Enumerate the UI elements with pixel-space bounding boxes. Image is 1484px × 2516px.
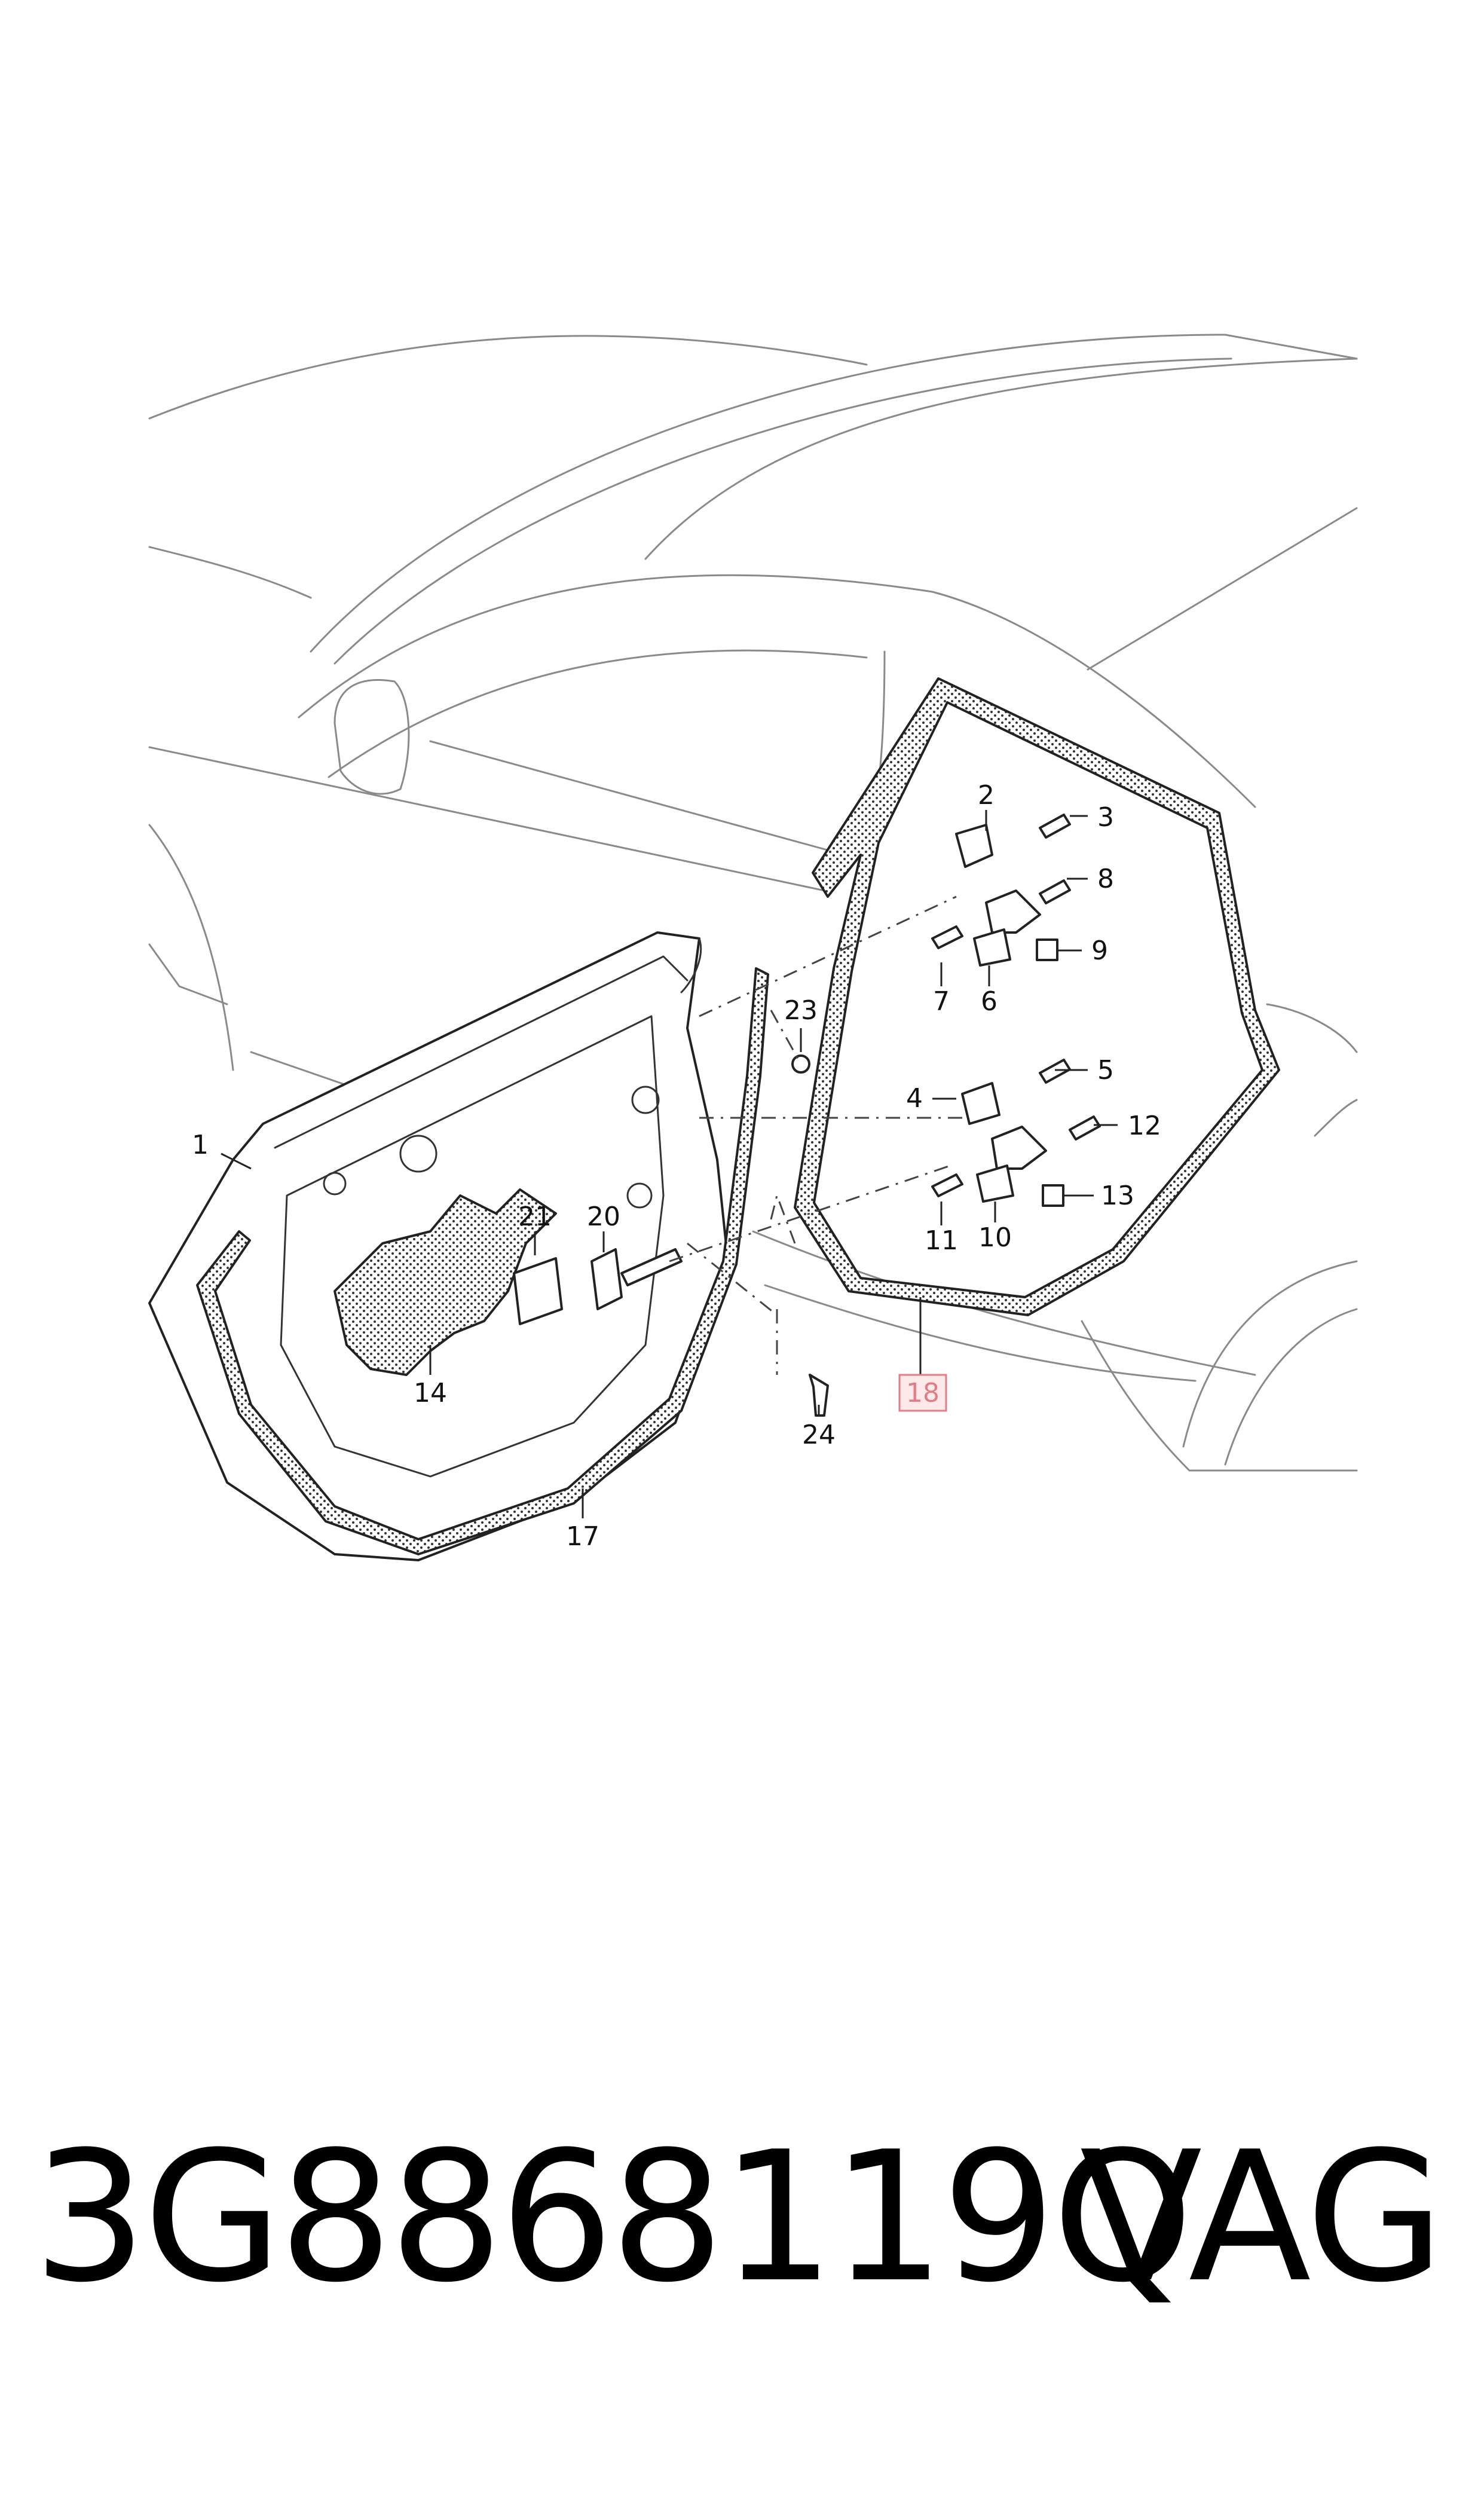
hinge-upper <box>955 824 1058 967</box>
callout-2: 2 <box>978 780 995 811</box>
leader-lines <box>221 810 1118 1518</box>
callout-13: 13 <box>1101 1181 1134 1211</box>
exploded-parts-diagram: 1 2 3 4 5 6 7 8 9 10 11 12 13 14 17 18 2… <box>148 334 1358 1561</box>
callout-14: 14 <box>414 1378 447 1408</box>
brand-label: VAG <box>1079 2113 1445 2322</box>
callout-labels: 1 2 3 4 5 6 7 8 9 10 11 12 13 14 17 18 2… <box>192 780 1161 1552</box>
callout-5: 5 <box>1097 1055 1114 1086</box>
callout-18: 18 <box>906 1378 940 1408</box>
callout-11: 11 <box>925 1225 958 1256</box>
callout-18-highlight <box>898 1374 947 1412</box>
callout-1: 1 <box>192 1130 209 1160</box>
insulation-pad-14 <box>333 1188 557 1376</box>
callout-24: 24 <box>802 1420 836 1450</box>
callout-4: 4 <box>906 1083 923 1114</box>
callout-17: 17 <box>566 1521 599 1552</box>
callout-10: 10 <box>978 1222 1012 1253</box>
callout-6: 6 <box>981 986 998 1017</box>
callout-20: 20 <box>587 1202 620 1232</box>
callout-3: 3 <box>1097 802 1114 833</box>
callout-7: 7 <box>933 986 950 1017</box>
callout-23: 23 <box>784 995 818 1026</box>
part-number: 3G8868119Q <box>33 2113 1194 2322</box>
callout-9: 9 <box>1091 936 1108 966</box>
hinge-lower <box>961 1082 1064 1207</box>
door-seal-17 <box>196 967 769 1555</box>
body-door-seal-18 <box>794 677 1280 1316</box>
assembly-lines <box>669 895 968 1375</box>
callout-12: 12 <box>1128 1111 1161 1141</box>
bolts <box>791 814 1101 1417</box>
callout-8: 8 <box>1097 864 1114 894</box>
callout-21: 21 <box>518 1202 552 1232</box>
door-check-strap <box>513 1248 683 1325</box>
